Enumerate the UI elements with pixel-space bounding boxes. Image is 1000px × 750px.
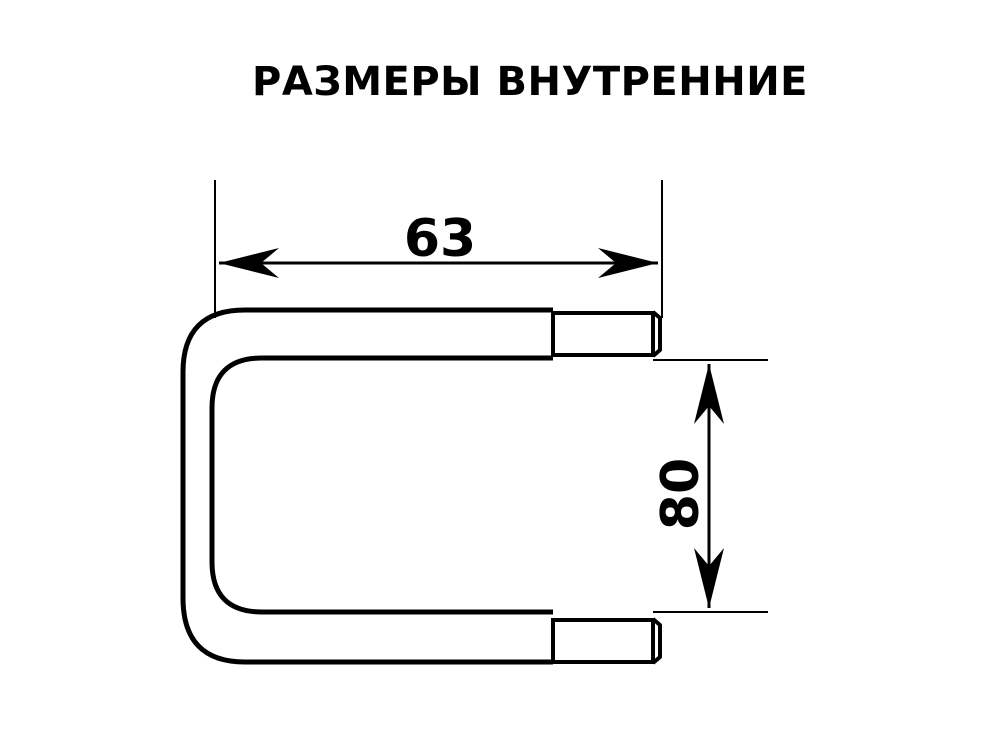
diagram-title: РАЗМЕРЫ ВНУТРЕННИЕ — [252, 59, 808, 105]
width-dimension: 63 — [214, 180, 663, 318]
bottom-threaded-end — [551, 617, 662, 665]
top-threaded-end — [551, 310, 662, 358]
width-dimension-label: 63 — [404, 209, 476, 269]
height-dimension-label: 80 — [651, 458, 711, 530]
u-bolt-outer-contour — [180, 307, 553, 665]
u-bolt-inner-contour — [209, 355, 553, 615]
height-dimension: 80 — [651, 359, 768, 613]
